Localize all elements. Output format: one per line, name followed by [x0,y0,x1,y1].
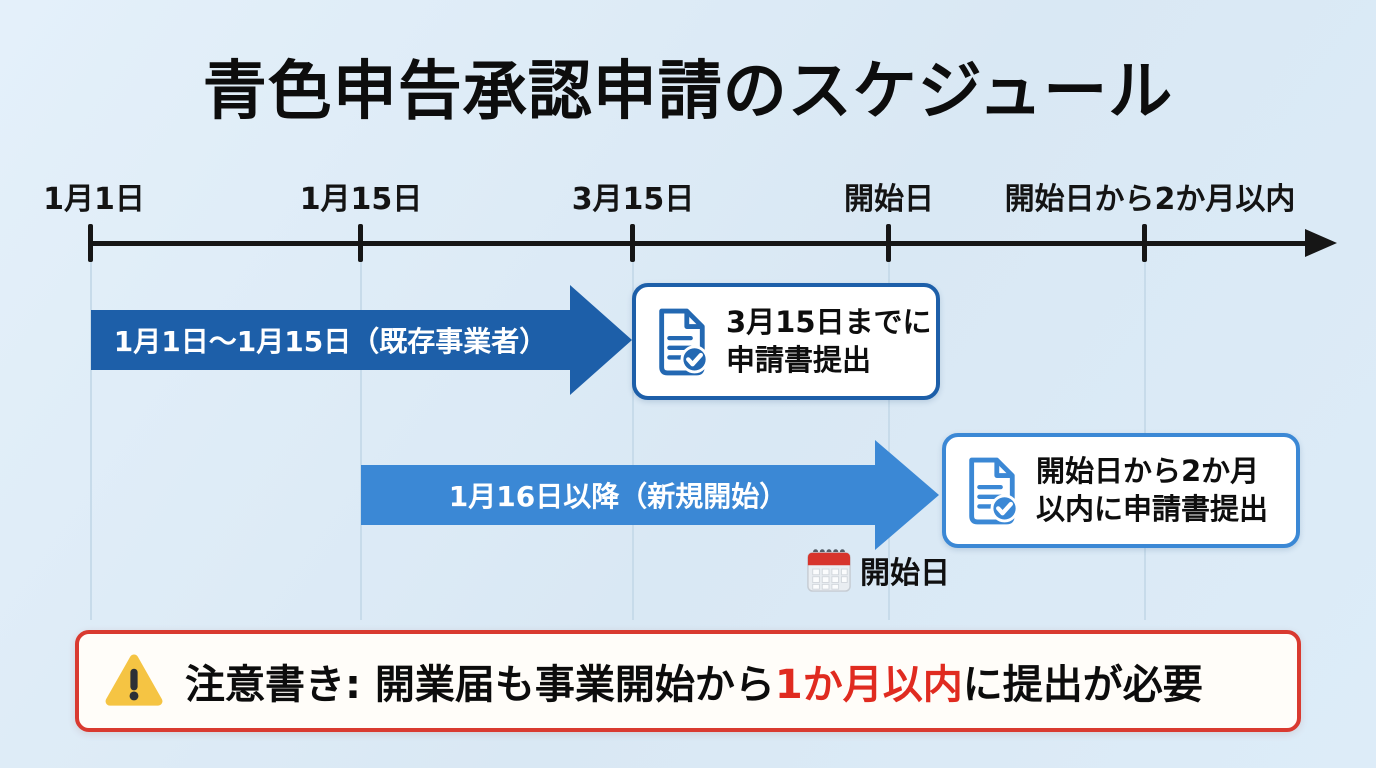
callout-line: 申請書提出 [726,342,872,377]
gridline [360,248,362,620]
start-date-marker-label: 開始日 [860,556,950,591]
timeline-tick-jan1 [88,224,93,262]
callout-line: 3月15日までに [726,305,932,340]
arrow-head-icon [875,440,939,550]
gridline [90,248,92,620]
timeline-tick-jan15 [358,224,363,262]
milestone-label-jan1: 1月1日 [43,182,145,217]
milestone-label-start-plus-2mo: 開始日から2か月以内 [1004,182,1296,217]
timeline-tick-start [886,224,891,262]
milestone-label-mar15: 3月15日 [571,182,695,217]
warning-note-box: 注意書き: 開業届も事業開始から1か月以内に提出が必要 [75,630,1301,732]
callout-apply-within-2mo: 開始日から2か月 以内に申請書提出 [942,433,1300,548]
period-arrow-new-label: 1月16日以降（新規開始） [361,465,875,525]
warning-note-highlight: 1か月以内 [774,662,963,708]
page-title: 青色申告承認申請のスケジュール [202,55,1174,129]
callout-line: 開始日から2か月 [1036,454,1260,489]
milestone-label-start: 開始日 [844,182,934,217]
period-arrow-existing-label: 1月1日〜1月15日（既存事業者） [91,310,570,370]
warning-note-text: 注意書き: 開業届も事業開始から1か月以内に提出が必要 [185,652,1203,710]
timeline-axis-arrowhead-icon [1305,229,1337,257]
document-check-icon [659,308,709,375]
warning-note-prefix: 注意書き: 開業届も事業開始から [185,662,775,708]
warning-icon [105,654,163,706]
timeline-axis [88,241,1312,246]
milestone-label-jan15: 1月15日 [299,182,423,217]
start-date-marker: 開始日 [806,546,950,594]
callout-line: 以内に申請書提出 [1036,491,1269,526]
timeline-tick-start-plus-2mo [1142,224,1147,262]
callout-apply-by-mar15: 3月15日までに 申請書提出 [632,283,940,400]
arrow-head-icon [570,285,632,395]
timeline-tick-mar15 [630,224,635,262]
gridline [888,248,890,620]
gridline [632,248,634,620]
calendar-icon [807,549,851,592]
document-check-icon [969,457,1019,524]
warning-note-suffix: に提出が必要 [962,662,1203,708]
